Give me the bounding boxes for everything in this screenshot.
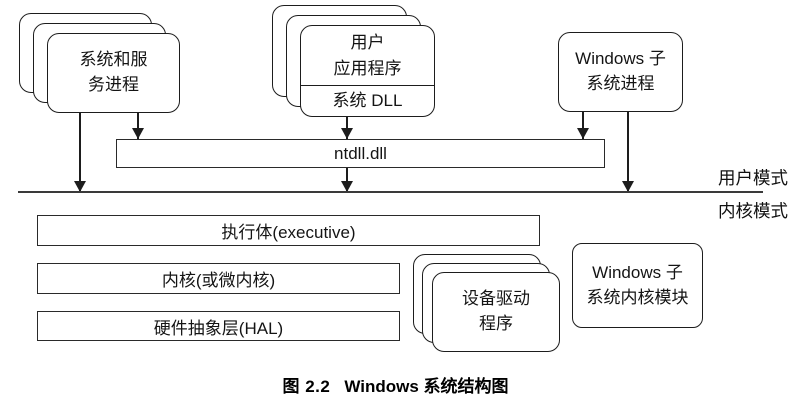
windows-subsystem-process-label-line1: Windows 子 — [575, 49, 666, 69]
kernel-bar: 内核(或微内核) — [37, 263, 400, 294]
mode-divider-line — [18, 191, 763, 193]
arrow-subsystem-to-kernel — [622, 112, 634, 192]
user-mode-label: 用户模式 — [718, 168, 788, 188]
arrow-subsystem-to-ntdll — [577, 112, 589, 139]
arrowhead-icon — [132, 128, 144, 139]
system-service-processes-card: 系统和服 务进程 — [47, 33, 180, 113]
arrow-system-processes-to-kernel — [74, 113, 86, 192]
arrow-systemdll-to-ntdll — [341, 117, 353, 139]
user-applications-label-line1: 用户 — [350, 33, 385, 52]
windows-subsystem-kernel-module-label-line1: Windows 子 — [592, 262, 683, 282]
arrow-ntdll-to-kernel — [341, 168, 353, 192]
system-dll-label: 系统 DLL — [332, 90, 403, 110]
kernel-label: 内核(或微内核) — [161, 271, 276, 290]
user-applications-label-line2: 应用程序 — [333, 58, 402, 78]
windows-subsystem-kernel-module-label-line2: 系统内核模块 — [586, 287, 689, 307]
ntdll-bar: ntdll.dll — [116, 139, 605, 168]
device-drivers-label-line2: 程序 — [479, 314, 513, 333]
arrowhead-icon — [341, 128, 353, 139]
windows-subsystem-kernel-module-card: Windows 子 系统内核模块 — [572, 243, 703, 328]
arrowhead-icon — [577, 128, 589, 139]
device-drivers-card: 设备驱动 程序 — [432, 272, 560, 352]
system-dll-section: 系统 DLL — [301, 85, 434, 116]
ntdll-label: ntdll.dll — [334, 143, 387, 163]
hal-label: 硬件抽象层(HAL) — [153, 318, 284, 338]
executive-bar: 执行体(executive) — [37, 215, 540, 246]
windows-subsystem-process-label-line2: 系统进程 — [586, 74, 655, 93]
device-drivers-label-line1: 设备驱动 — [462, 289, 530, 309]
figure-number: 图 2.2 — [282, 377, 331, 396]
arrow-system-processes-to-ntdll — [132, 113, 144, 139]
hal-bar: 硬件抽象层(HAL) — [37, 311, 400, 341]
figure-title: Windows 系统结构图 — [344, 377, 509, 396]
kernel-mode-label: 内核模式 — [718, 201, 788, 221]
arrowhead-icon — [622, 181, 634, 192]
arrowhead-icon — [74, 181, 86, 192]
user-applications-section: 用户 应用程序 — [301, 26, 434, 85]
user-applications-card: 用户 应用程序 系统 DLL — [300, 25, 435, 117]
arrowhead-icon — [341, 181, 353, 192]
windows-subsystem-process-card: Windows 子 系统进程 — [558, 32, 683, 112]
system-service-processes-label-line2: 务进程 — [88, 75, 139, 94]
executive-label: 执行体(executive) — [221, 223, 356, 242]
system-service-processes-label-line1: 系统和服 — [79, 50, 148, 70]
figure-caption: 图 2.2 Windows 系统结构图 — [0, 372, 791, 397]
